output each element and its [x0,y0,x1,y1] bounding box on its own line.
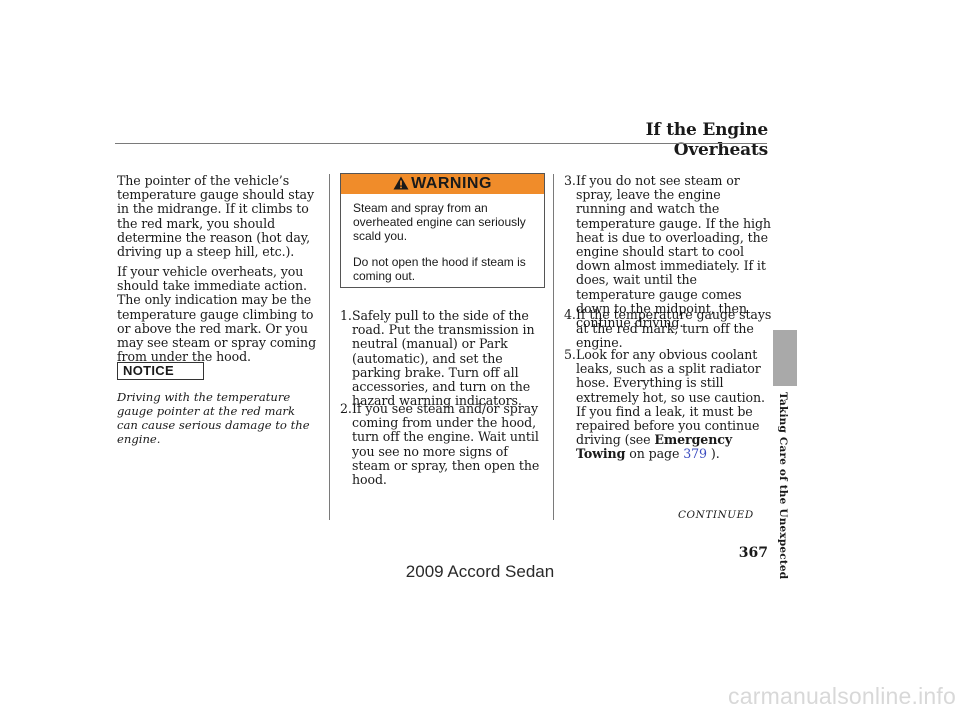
paragraph-text: The pointer of the vehicle’s temperature… [117,173,314,260]
continued-label: CONTINUED [678,509,754,521]
page-title: If the Engine Overheats [645,120,769,160]
notice-text: Driving with the temperature gauge point… [117,390,310,446]
section-tab [773,330,797,386]
step-number: 1. [340,308,352,323]
intro-paragraph-2: If your vehicle overheats, you should ta… [117,264,325,365]
step-number: 5. [564,347,576,362]
step-text: Look for any obvious coolant leaks, such… [576,347,772,462]
warning-line-1: Steam and spray from an overheated engin… [353,201,526,243]
step-number: 4. [564,307,576,322]
section-tab-label: Taking Care of the Unexpected [769,392,799,579]
warning-header: WARNING [341,174,544,194]
step-text: If the temperature gauge stays at the re… [576,307,772,351]
step-text-after: ). [710,446,720,462]
warning-label: WARNING [411,175,492,192]
step-text: If you do not see steam or spray, leave … [576,173,771,331]
warning-box: WARNING Steam and spray from an overheat… [340,173,545,288]
paragraph-text: If your vehicle overheats, you should ta… [117,264,317,365]
warning-line-2: Do not open the hood if steam is coming … [353,255,526,283]
step-text: Safely pull to the side of the road. Put… [352,308,535,409]
watermark: carmanualsonline.info [728,683,956,709]
emergency-towing-ref: Emergency Towing [576,432,733,462]
on-page-text: on page [629,446,680,462]
intro-paragraph-1: The pointer of the vehicle’s temperature… [117,173,325,260]
warning-text: Steam and spray from an overheated engin… [353,201,538,295]
step-text: If you see steam and/or spray coming fro… [352,401,540,488]
warning-triangle-icon [393,176,409,190]
section-tab-text: Taking Care of the Unexpected [777,392,789,580]
footer-model: 2009 Accord Sedan [405,562,555,581]
column-divider-left [329,174,330,520]
column-divider-right [553,174,554,520]
page-number: 367 [738,545,768,561]
header-rule [115,143,767,144]
step-number: 3. [564,173,576,188]
step-number: 2. [340,401,352,416]
page-379-link[interactable]: 379 [683,446,707,462]
step-text-before: Look for any obvious coolant leaks, such… [576,347,765,448]
notice-label: NOTICE [117,362,204,380]
